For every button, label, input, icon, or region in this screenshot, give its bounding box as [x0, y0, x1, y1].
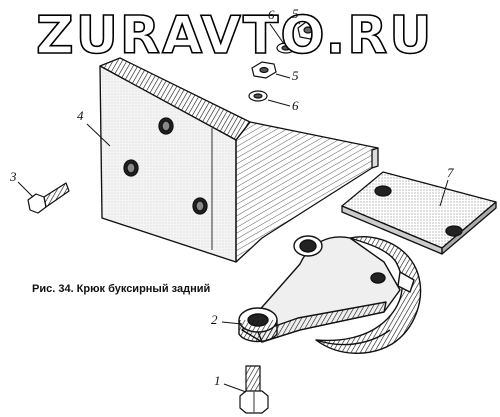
bolt-part-3 — [27, 182, 70, 214]
callout-4: 4 — [77, 108, 84, 123]
callout-1: 1 — [214, 373, 221, 388]
callout-5-top: 5 — [292, 6, 299, 21]
callout-3: 3 — [10, 169, 17, 184]
nut-part-5-top — [297, 21, 319, 40]
tow-hook-part-2 — [238, 235, 422, 354]
watermark-text: ZURAVTO.RU — [35, 5, 434, 67]
leader-lines — [17, 17, 449, 393]
bracket-block-part-4 — [99, 57, 379, 263]
callout-2: 2 — [211, 312, 218, 327]
callout-6-top: 6 — [268, 7, 275, 22]
callout-5-middle: 5 — [292, 68, 299, 83]
plate-part-7 — [341, 171, 497, 255]
nut-part-5-middle — [251, 61, 277, 79]
bolt-part-1 — [239, 365, 269, 414]
callout-6-middle: 6 — [292, 98, 299, 113]
callout-7: 7 — [447, 165, 454, 180]
washer-part-6-middle — [248, 90, 268, 102]
washer-part-6-top — [276, 42, 296, 54]
figure-caption: Рис. 34. Крюк буксирный задний — [32, 283, 211, 295]
